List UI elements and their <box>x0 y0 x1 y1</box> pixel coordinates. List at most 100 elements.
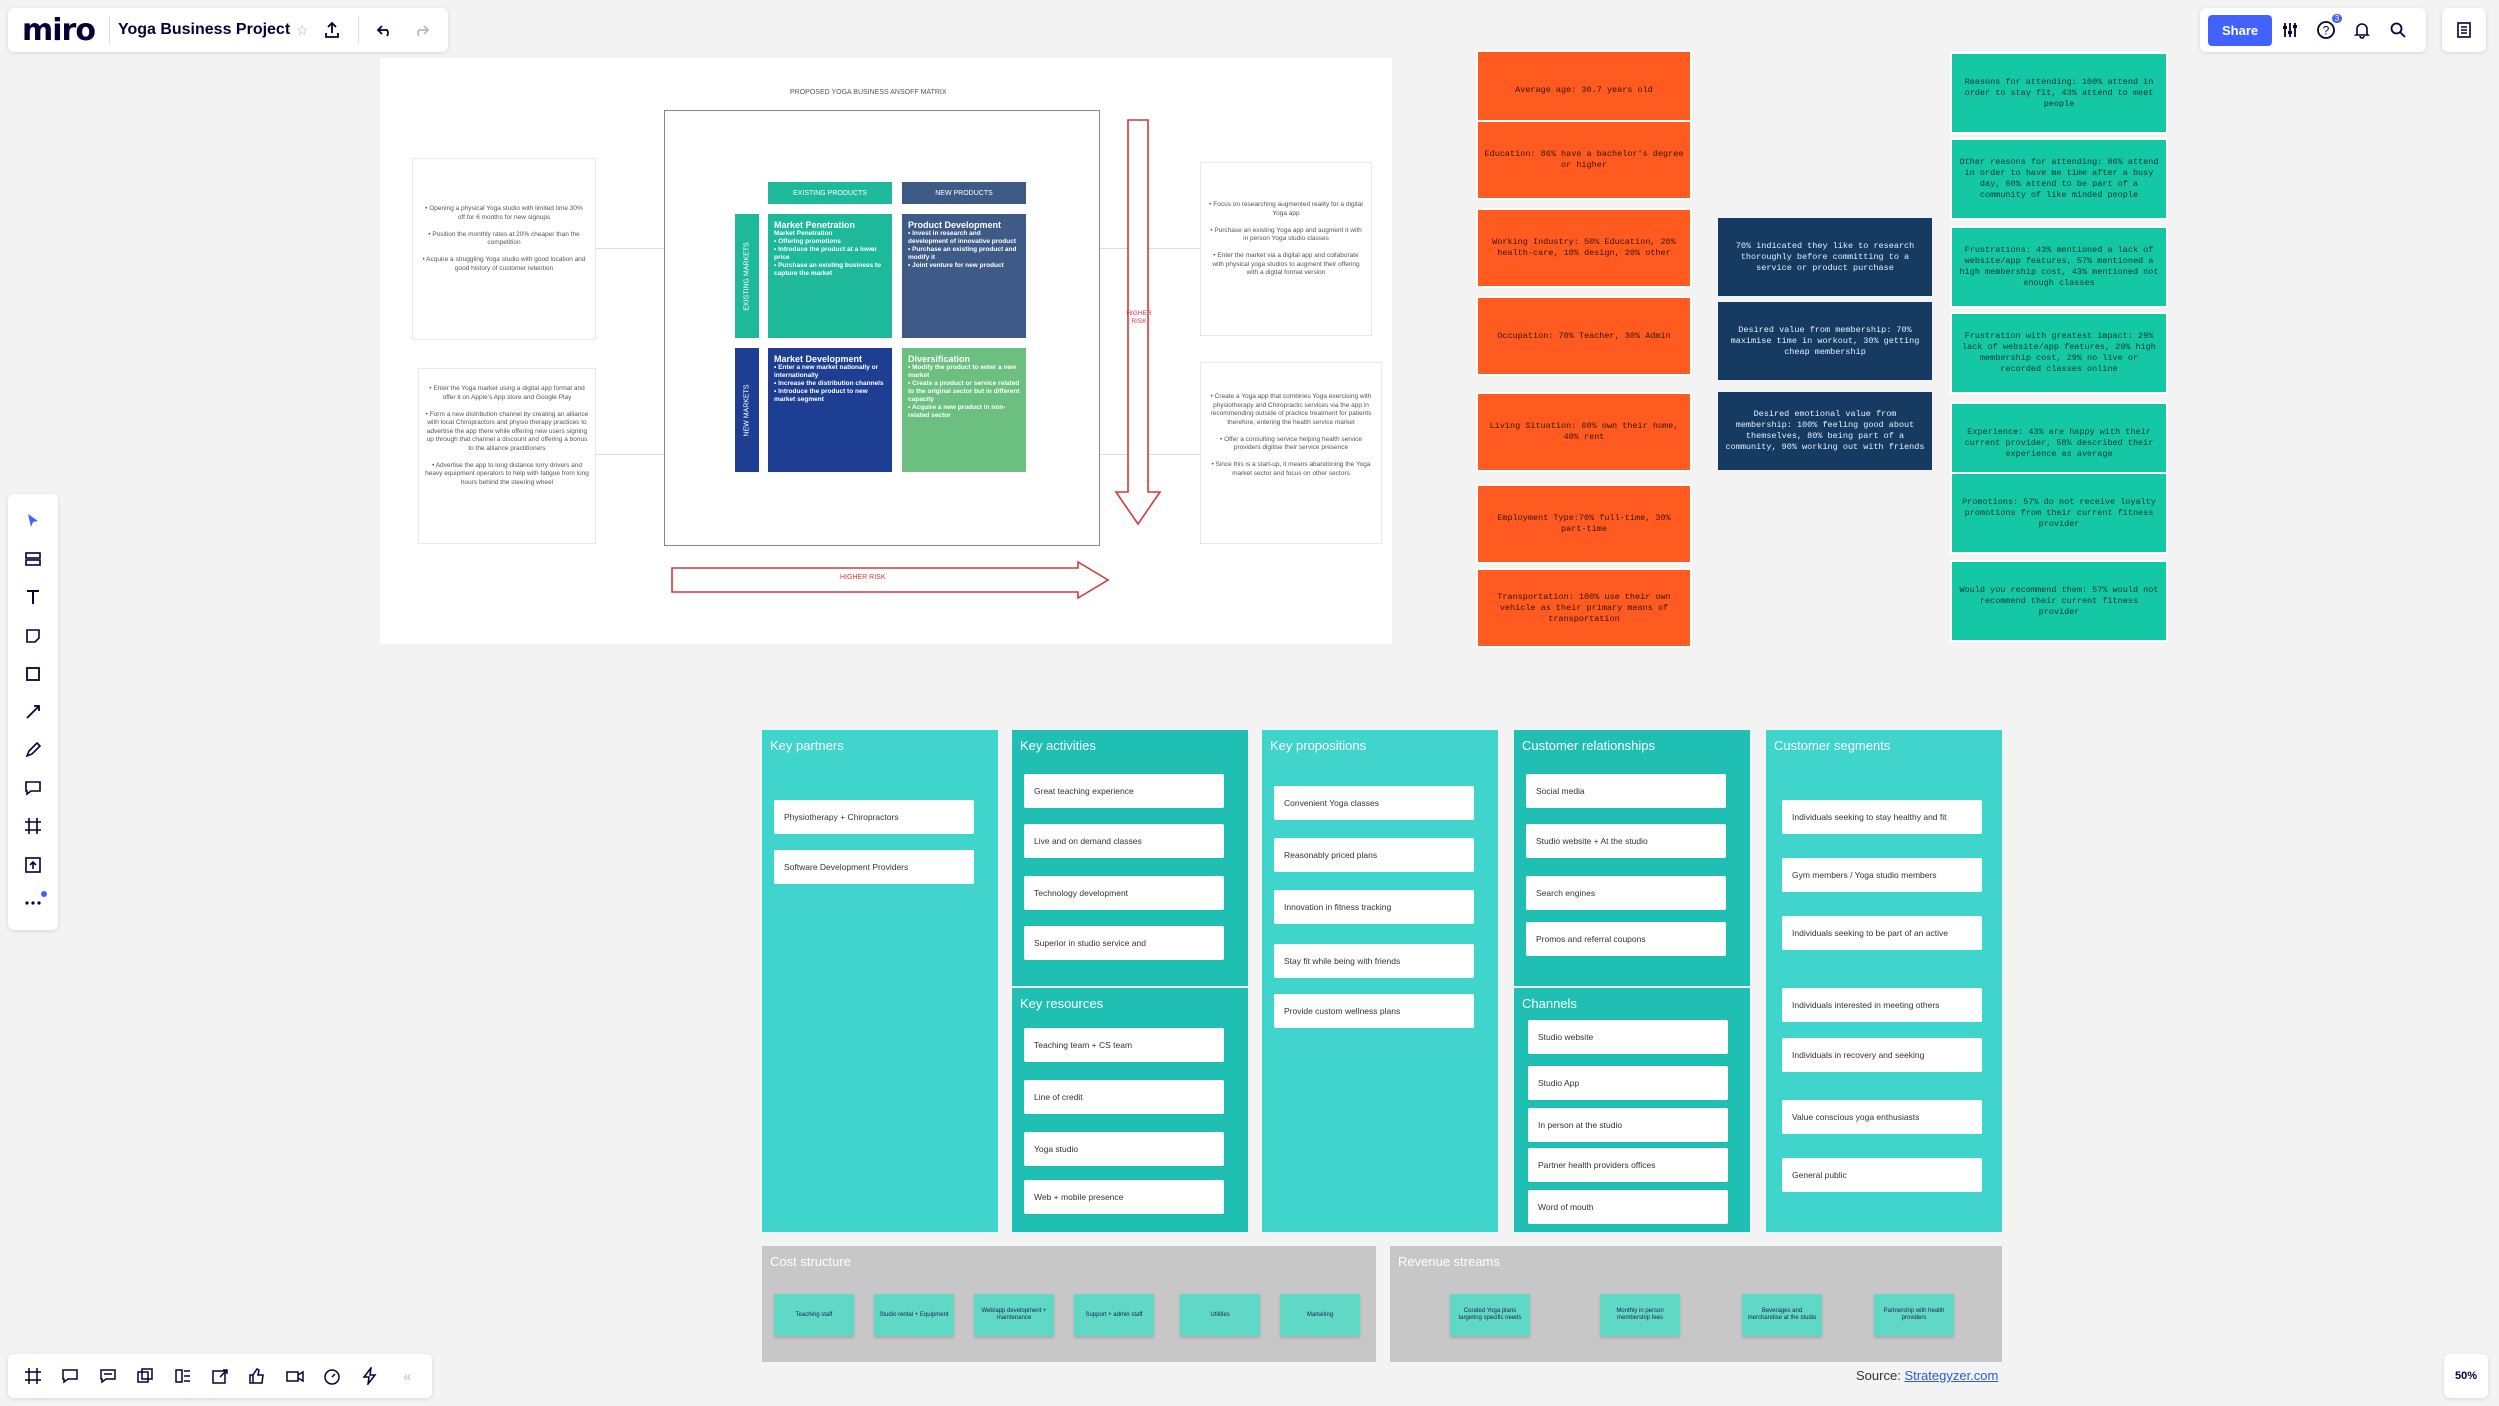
canvas-card[interactable]: General public <box>1782 1158 1982 1192</box>
kanban-icon[interactable] <box>165 1358 201 1394</box>
canvas-card[interactable]: Superior in studio service and <box>1024 926 1224 960</box>
mini-sticky[interactable]: Utilities <box>1180 1294 1260 1336</box>
sticky-note-teal[interactable]: Promotions: 57% do not receive loyalty p… <box>1950 472 2168 554</box>
canvas-card[interactable]: Reasonably priced plans <box>1274 838 1474 872</box>
undo-icon[interactable] <box>367 12 403 48</box>
sticky-note-orange[interactable]: Working Industry: 50% Education, 20% hea… <box>1476 208 1692 288</box>
sticky-note-orange[interactable]: Occupation: 70% Teacher, 30% Admin <box>1476 296 1692 376</box>
mini-sticky[interactable]: Support + admin staff <box>1074 1294 1154 1336</box>
search-icon[interactable] <box>2380 12 2416 48</box>
canvas-card[interactable]: Individuals in recovery and seeking <box>1782 1038 1982 1072</box>
canvas-card[interactable]: Great teaching experience <box>1024 774 1224 808</box>
canvas-card[interactable]: Individuals seeking to be part of an act… <box>1782 916 1982 950</box>
quadrant-product-development[interactable]: Product Development • Invest in research… <box>902 214 1026 338</box>
sticky-note-navy[interactable]: Desired value from membership: 70% maxim… <box>1718 302 1932 380</box>
chat-icon[interactable] <box>90 1358 126 1394</box>
sticky-note-icon[interactable] <box>13 618 53 654</box>
text-tool-icon[interactable] <box>13 579 53 615</box>
canvas-card[interactable]: Search engines <box>1526 876 1726 910</box>
canvas-card[interactable]: Studio website + At the studio <box>1526 824 1726 858</box>
quadrant-market-penetration[interactable]: Market Penetration Market Penetration • … <box>768 214 892 338</box>
mini-sticky[interactable]: Marketing <box>1280 1294 1360 1336</box>
canvas-card[interactable]: Yoga studio <box>1024 1132 1224 1166</box>
share-screen-icon[interactable] <box>202 1358 238 1394</box>
sticky-note-orange[interactable]: Employment Type:70% full-time, 30% part-… <box>1476 484 1692 564</box>
comment-icon[interactable] <box>13 770 53 806</box>
share-button[interactable]: Share <box>2208 14 2273 46</box>
sticky-note-teal[interactable]: Reasons for attending: 100% attend in or… <box>1950 52 2168 134</box>
star-icon[interactable]: ☆ <box>295 21 309 38</box>
canvas-card[interactable]: Value conscious yoga enthusiasts <box>1782 1100 1982 1134</box>
canvas-card[interactable]: Live and on demand classes <box>1024 824 1224 858</box>
help-icon[interactable]: ? 3 <box>2308 12 2344 48</box>
upload-icon[interactable] <box>314 12 350 48</box>
sticky-note-teal[interactable]: Other reasons for attending: 86% attend … <box>1950 138 2168 220</box>
strategy-box-right-bottom[interactable]: • Create a Yoga app that combines Yoga e… <box>1200 362 1382 544</box>
sticky-note-orange[interactable]: Transportation: 100% use their own vehic… <box>1476 568 1692 648</box>
canvas-card[interactable]: Promos and referral coupons <box>1526 922 1726 956</box>
canvas-card[interactable]: Line of credit <box>1024 1080 1224 1114</box>
board-menu-button[interactable] <box>2442 8 2486 52</box>
mini-sticky[interactable]: Teaching staff <box>774 1294 854 1336</box>
thumbs-up-icon[interactable] <box>239 1358 275 1394</box>
shape-tool-icon[interactable] <box>13 656 53 692</box>
canvas-card[interactable]: In person at the studio <box>1528 1108 1728 1142</box>
sticky-note-navy[interactable]: 70% indicated they like to research thor… <box>1718 218 1932 296</box>
canvas-card[interactable]: Web + mobile presence <box>1024 1180 1224 1214</box>
canvas-card[interactable]: Physiotherapy + Chiropractors <box>774 800 974 834</box>
lightning-icon[interactable] <box>352 1358 388 1394</box>
sticky-note-teal[interactable]: Experience: 43% are happy with their cur… <box>1950 402 2168 484</box>
canvas-card[interactable]: Provide custom wellness plans <box>1274 994 1474 1028</box>
canvas-card[interactable]: Individuals interested in meeting others <box>1782 988 1982 1022</box>
canvas-card[interactable]: Gym members / Yoga studio members <box>1782 858 1982 892</box>
connection-line-icon[interactable] <box>13 694 53 730</box>
video-icon[interactable] <box>277 1358 313 1394</box>
sticky-note-orange[interactable]: Education: 86% have a bachelor's degree … <box>1476 120 1692 200</box>
canvas-card[interactable]: Studio App <box>1528 1066 1728 1100</box>
zoom-control[interactable]: 50% <box>2444 1354 2488 1398</box>
mini-sticky[interactable]: Curated Yoga plans targeting specific ne… <box>1450 1294 1530 1336</box>
mini-sticky[interactable]: Partnership with health providers <box>1874 1294 1954 1336</box>
key-partners-section[interactable]: Key partners Physiotherapy + Chiropracto… <box>762 730 998 1232</box>
bell-icon[interactable] <box>2344 12 2380 48</box>
quadrant-diversification[interactable]: Diversification • Modify the product to … <box>902 348 1026 472</box>
board-title[interactable]: Yoga Business Project <box>117 21 291 38</box>
canvas-card[interactable]: Partner health providers offices <box>1528 1148 1728 1182</box>
sticky-note-teal[interactable]: Frustrations: 43% mentioned a lack of we… <box>1950 226 2168 308</box>
timer-icon[interactable] <box>314 1358 350 1394</box>
canvas-card[interactable]: Technology development <box>1024 876 1224 910</box>
strategy-box-left-top[interactable]: • Opening a physical Yoga studio with li… <box>412 158 596 340</box>
mini-sticky[interactable]: Studio rental + Equipment <box>874 1294 954 1336</box>
strategy-box-left-bottom[interactable]: • Enter the Yoga market using a digital … <box>418 368 596 544</box>
comment-panel-icon[interactable] <box>52 1358 88 1394</box>
ansoff-frame[interactable]: PROPOSED YOGA BUSINESS ANSOFF MATRIX EXI… <box>380 58 1392 644</box>
source-link[interactable]: Strategyzer.com <box>1904 1368 1999 1383</box>
canvas-card[interactable]: Teaching team + CS team <box>1024 1028 1224 1062</box>
collapse-icon[interactable]: « <box>403 1368 412 1384</box>
redo-icon[interactable] <box>403 12 439 48</box>
key-activities-section[interactable]: Key activities Great teaching experience… <box>1012 730 1248 986</box>
canvas-card[interactable]: Individuals seeking to stay healthy and … <box>1782 800 1982 834</box>
canvas-card[interactable]: Word of mouth <box>1528 1190 1728 1224</box>
canvas-card[interactable]: Social media <box>1526 774 1726 808</box>
key-propositions-section[interactable]: Key propositions Convenient Yoga classes… <box>1262 730 1498 1232</box>
miro-logo[interactable]: miro <box>22 12 96 48</box>
sticky-note-orange[interactable]: Average age: 30.7 years old <box>1476 50 1692 130</box>
upload-file-icon[interactable] <box>13 847 53 883</box>
pen-icon[interactable] <box>13 732 53 768</box>
mini-sticky[interactable]: Beverages and merchandise at the studio <box>1742 1294 1822 1336</box>
frame-icon[interactable] <box>13 808 53 844</box>
canvas-card[interactable]: Stay fit while being with friends <box>1274 944 1474 978</box>
select-cursor-icon[interactable] <box>13 503 53 539</box>
frames-icon[interactable] <box>15 1358 51 1394</box>
more-tools-icon[interactable] <box>13 885 53 921</box>
mini-sticky[interactable]: Web/app development + maintenance <box>974 1294 1054 1336</box>
sticky-note-teal[interactable]: Frustration with greatest impact: 29% la… <box>1950 312 2168 394</box>
sticky-note-navy[interactable]: Desired emotional value from membership:… <box>1718 392 1932 470</box>
sticky-note-teal[interactable]: Would you recommend them: 57% would not … <box>1950 560 2168 642</box>
canvas-card[interactable]: Studio website <box>1528 1020 1728 1054</box>
